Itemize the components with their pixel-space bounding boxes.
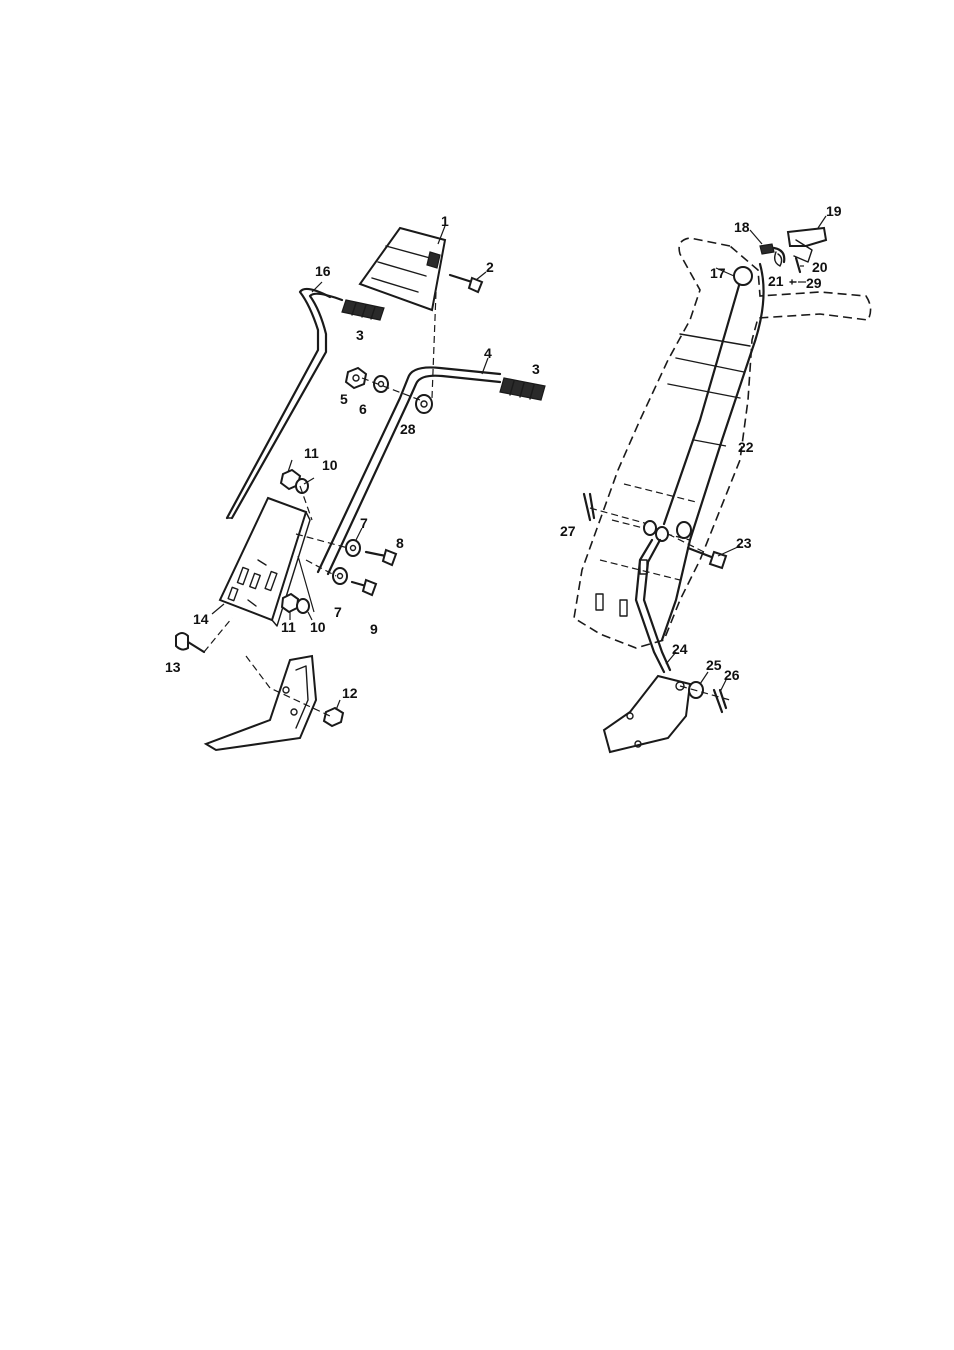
part-11-nut-lower	[282, 594, 298, 612]
callout-24: 24	[672, 641, 688, 657]
callout-11-upper: 11	[304, 445, 319, 461]
callout-12: 12	[342, 685, 358, 701]
callout-16: 16	[315, 263, 331, 279]
callout-23: 23	[736, 535, 752, 551]
callout-7-upper: 7	[360, 515, 368, 531]
callout-6: 6	[359, 401, 367, 417]
callout-26: 26	[724, 667, 740, 683]
callout-3-right: 3	[532, 361, 540, 377]
callout-19: 19	[826, 203, 842, 219]
part-28-washer	[416, 395, 432, 413]
callout-22: 22	[738, 439, 754, 455]
callout-8: 8	[396, 535, 404, 551]
callout-2: 2	[486, 259, 494, 275]
callout-4: 4	[484, 345, 492, 361]
callout-21: 21	[768, 273, 784, 289]
callout-27: 27	[560, 523, 576, 539]
part-17-knob	[734, 267, 752, 285]
callout-11-lower: 11	[281, 619, 296, 635]
callout-3-left: 3	[356, 327, 364, 343]
part-7-washer-upper	[346, 540, 360, 556]
callout-17: 17	[710, 265, 726, 281]
callout-18: 18	[734, 219, 750, 235]
part-12-nut	[324, 708, 343, 726]
part-6-washer	[374, 376, 388, 392]
callout-14: 14	[193, 611, 209, 627]
callout-9: 9	[370, 621, 378, 637]
callout-13: 13	[165, 659, 181, 675]
callout-10-upper: 10	[322, 457, 338, 473]
callout-7-lower: 7	[334, 604, 342, 620]
callout-28: 28	[400, 421, 416, 437]
callout-29: 29	[806, 275, 822, 291]
callout-1: 1	[441, 213, 449, 229]
callout-20: 20	[812, 259, 828, 275]
callout-5: 5	[340, 391, 348, 407]
callout-10-lower: 10	[310, 619, 326, 635]
callout-25: 25	[706, 657, 722, 673]
part-10-washer-lower	[297, 599, 309, 613]
